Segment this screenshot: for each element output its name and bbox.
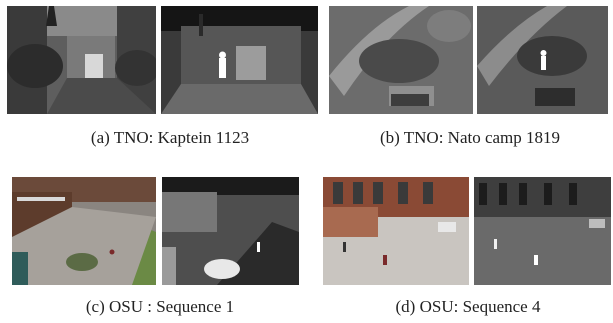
caption-c: (c) OSU : Sequence 1: [50, 297, 270, 317]
panel-a-thermal-image: [161, 6, 318, 114]
caption-c-text: OSU : Sequence 1: [109, 297, 235, 316]
caption-d-label: (d): [395, 297, 416, 316]
caption-b-label: (b): [379, 128, 400, 147]
caption-d: (d) OSU: Sequence 4: [358, 297, 578, 317]
panel-c-thermal-image: [162, 177, 299, 285]
panel-d-thermal-image: [474, 177, 611, 285]
panel-d-visible-image: [323, 177, 469, 285]
caption-c-label: (c): [85, 297, 105, 316]
caption-d-text: OSU: Sequence 4: [419, 297, 541, 316]
caption-a-text: TNO: Kaptein 1123: [113, 128, 250, 147]
caption-a-label: (a): [90, 128, 110, 147]
caption-a: (a) TNO: Kaptein 1123: [60, 128, 280, 148]
panel-a-visible-image: [7, 6, 156, 114]
panel-b-thermal-image: [477, 6, 608, 114]
panel-b-visible-image: [329, 6, 473, 114]
panel-c-visible-image: [12, 177, 156, 285]
caption-b-text: TNO: Nato camp 1819: [403, 128, 561, 147]
caption-b: (b) TNO: Nato camp 1819: [355, 128, 585, 148]
